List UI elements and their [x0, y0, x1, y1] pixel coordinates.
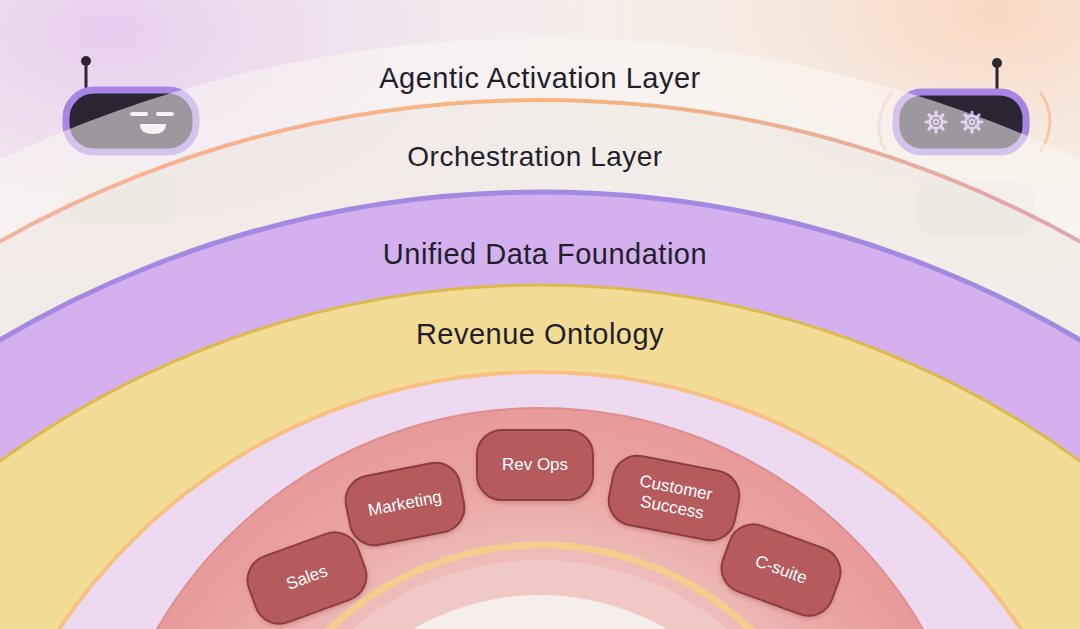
- team-name: Customer Success: [621, 469, 727, 526]
- band-edge: [0, 192, 1080, 629]
- gear-hub: [970, 120, 975, 125]
- band-fill: [0, 192, 1080, 629]
- band-fill: [0, 100, 1080, 629]
- core-region: [98, 408, 982, 629]
- robot-halo: [879, 92, 892, 150]
- robot-antenna: [996, 64, 999, 92]
- robot-antenna: [81, 56, 91, 66]
- gear-hub: [934, 120, 939, 125]
- robot-head: [66, 90, 196, 152]
- robot-mouth: [140, 124, 166, 134]
- team-pill: Rev Ops: [476, 429, 594, 501]
- team-name: Marketing: [366, 487, 443, 520]
- gear: [930, 116, 943, 129]
- band-edge: [0, 285, 1080, 629]
- robot-antenna: [85, 62, 88, 90]
- team-name: Sales: [284, 562, 331, 595]
- robot-antenna: [992, 58, 1002, 68]
- robot-head: [896, 92, 1026, 152]
- gear: [966, 116, 979, 129]
- band-label-holder: Revenue Ontology: [416, 318, 664, 351]
- robot-gears: [926, 112, 982, 132]
- band-label-holder: Orchestration Layer: [407, 141, 662, 173]
- robot-eye: [158, 112, 172, 116]
- team-name: Rev Ops: [502, 455, 568, 475]
- band-title: Revenue Ontology: [416, 318, 664, 350]
- core-center: [285, 595, 795, 629]
- band-label-holder: Agentic Activation Layer: [379, 62, 701, 95]
- robot-halo: [1040, 92, 1050, 152]
- band-title: Unified Data Foundation: [383, 238, 707, 270]
- band-edge: [0, 372, 1080, 629]
- lavender-ring: [0, 372, 1080, 629]
- band-title: Agentic Activation Layer: [379, 62, 701, 94]
- band-title: Orchestration Layer: [407, 141, 662, 172]
- band-label-holder: Unified Data Foundation: [383, 238, 707, 271]
- robot-shadow: [66, 170, 178, 224]
- band-edge: [0, 100, 1080, 629]
- band-fill: [0, 285, 1080, 629]
- band-fill: [0, 38, 1080, 629]
- team-name: C-suite: [752, 552, 809, 589]
- robot-shadow: [915, 180, 1035, 236]
- robot-eye: [132, 112, 146, 116]
